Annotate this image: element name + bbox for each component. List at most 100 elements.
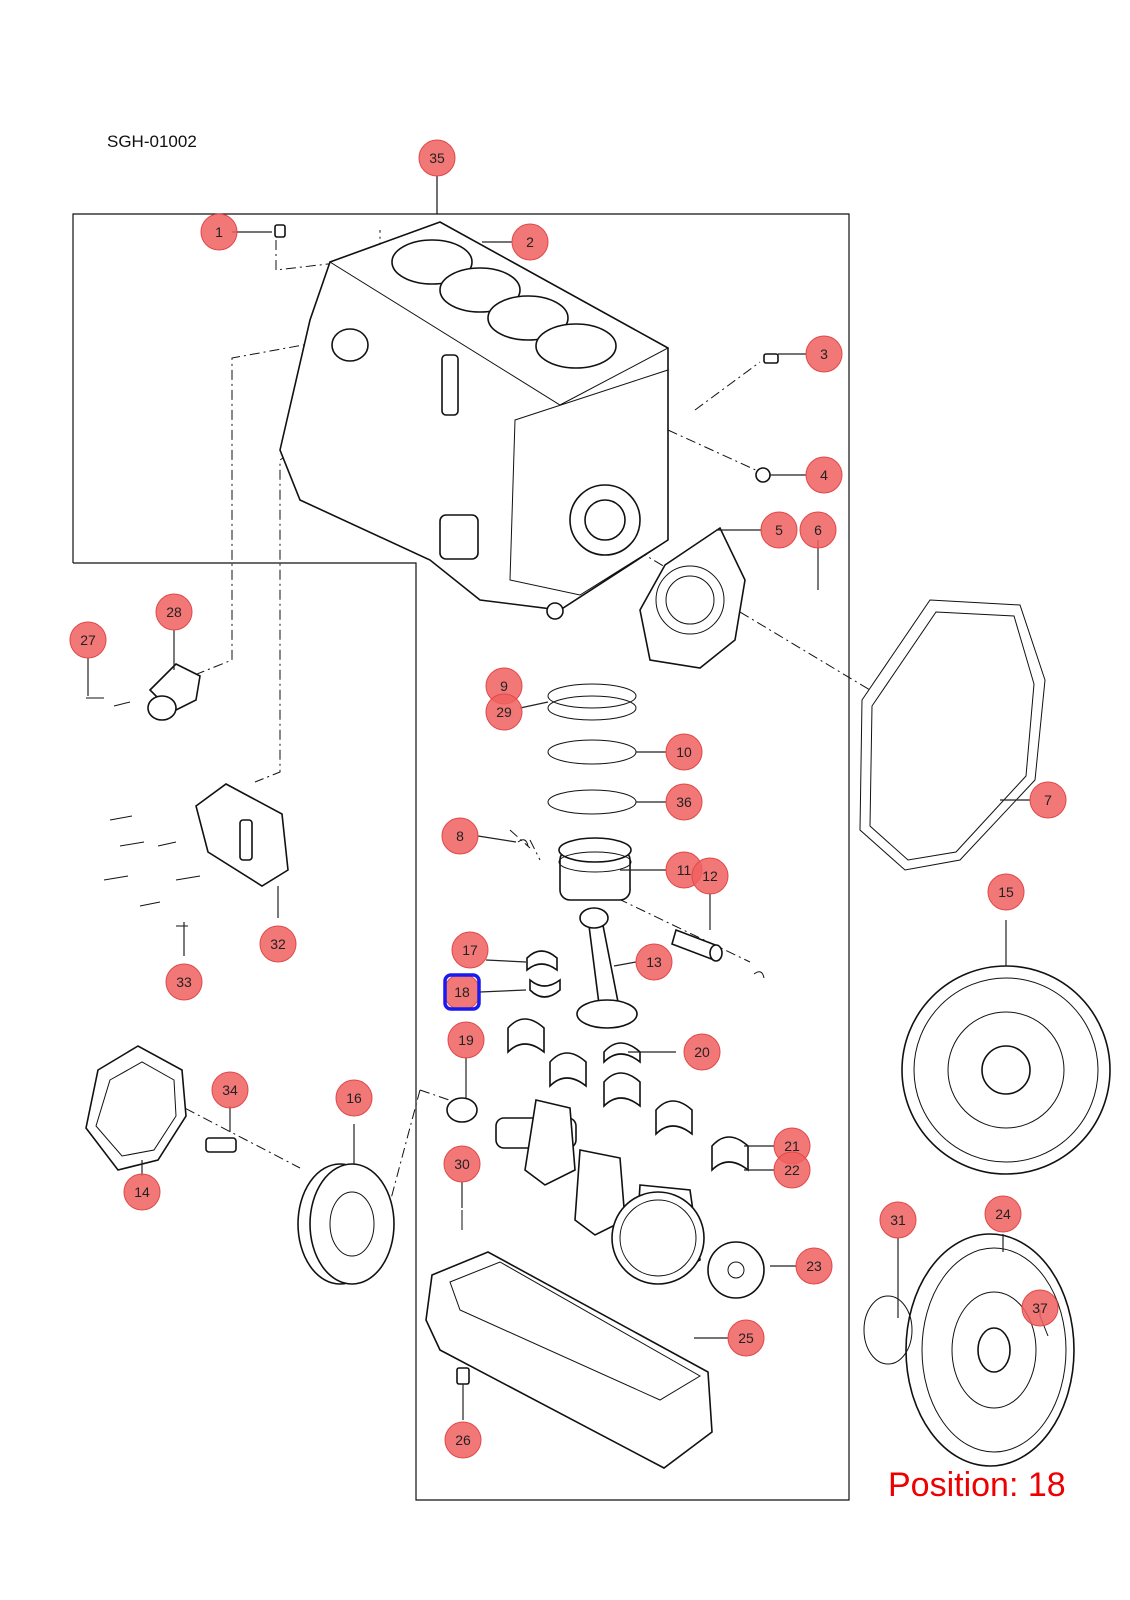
callout-17[interactable]: 17 <box>451 931 489 969</box>
callout-number: 33 <box>176 974 192 990</box>
callout-37[interactable]: 37 <box>1021 1289 1059 1327</box>
callout-1[interactable]: 1 <box>200 213 238 251</box>
callout-23[interactable]: 23 <box>795 1247 833 1285</box>
callout-circle <box>200 213 238 251</box>
callout-circle <box>773 1151 811 1189</box>
callout-number: 12 <box>702 868 718 884</box>
callout-13[interactable]: 13 <box>635 943 673 981</box>
callout-number: 10 <box>676 744 692 760</box>
callout-28[interactable]: 28 <box>155 593 193 631</box>
callout-6[interactable]: 6 <box>799 511 837 549</box>
clutch-disc <box>901 965 1111 1175</box>
piston-pin <box>671 928 723 962</box>
bearing-shells <box>446 950 749 1172</box>
callout-circle <box>451 931 489 969</box>
callout-number: 11 <box>677 862 692 878</box>
callout-number: 14 <box>134 1184 150 1200</box>
callout-number: 34 <box>222 1082 238 1098</box>
callout-2[interactable]: 2 <box>511 223 549 261</box>
callout-number: 25 <box>738 1330 754 1346</box>
callout-35[interactable]: 35 <box>418 139 456 177</box>
callout-number: 1 <box>215 224 223 240</box>
callout-circle <box>691 857 729 895</box>
callout-12[interactable]: 12 <box>691 857 729 895</box>
callout-18[interactable]: 18 <box>443 973 481 1011</box>
callout-36[interactable]: 36 <box>665 783 703 821</box>
callout-circle <box>1029 781 1067 819</box>
callout-number: 16 <box>346 1090 362 1106</box>
callout-34[interactable]: 34 <box>211 1071 249 1109</box>
callout-circle <box>665 733 703 771</box>
main-bearing-cap <box>425 1251 713 1469</box>
callout-number: 7 <box>1044 792 1052 808</box>
engine-block <box>274 221 779 620</box>
callout-number: 32 <box>270 936 286 952</box>
callout-14[interactable]: 14 <box>123 1173 161 1211</box>
callout-7[interactable]: 7 <box>1029 781 1067 819</box>
callout-number: 22 <box>784 1162 800 1178</box>
callout-number: 4 <box>820 467 828 483</box>
callout-circle <box>335 1079 373 1117</box>
callout-circle <box>418 139 456 177</box>
oil-filter-bracket <box>195 783 289 887</box>
callout-circle <box>635 943 673 981</box>
callout-19[interactable]: 19 <box>447 1021 485 1059</box>
callout-number: 37 <box>1032 1300 1048 1316</box>
callout-22[interactable]: 22 <box>773 1151 811 1189</box>
water-outlet <box>147 663 201 721</box>
callout-number: 19 <box>458 1032 474 1048</box>
position-label: Position: 18 <box>888 1466 1066 1504</box>
callout-32[interactable]: 32 <box>259 925 297 963</box>
callout-30[interactable]: 30 <box>443 1145 481 1183</box>
callout-16[interactable]: 16 <box>335 1079 373 1117</box>
callout-number: 3 <box>820 346 828 362</box>
callout-number: 35 <box>429 150 445 166</box>
callout-circle <box>123 1173 161 1211</box>
bolts <box>86 697 1049 1337</box>
callout-circle <box>805 335 843 373</box>
callout-20[interactable]: 20 <box>683 1033 721 1071</box>
callout-circle <box>799 511 837 549</box>
callout-number: 8 <box>456 828 464 844</box>
callout-9[interactable]: 9 <box>485 667 523 705</box>
rear-plate-gasket <box>859 599 1046 871</box>
callout-15[interactable]: 15 <box>987 873 1025 911</box>
piston-rings <box>547 683 637 815</box>
callout-circle <box>805 456 843 494</box>
callout-number: 5 <box>775 522 783 538</box>
callout-25[interactable]: 25 <box>727 1319 765 1357</box>
callout-circle <box>444 1421 482 1459</box>
callout-number: 18 <box>454 984 470 1000</box>
callout-26[interactable]: 26 <box>444 1421 482 1459</box>
flywheel <box>863 1233 1075 1467</box>
callout-number: 13 <box>646 954 662 970</box>
callout-number: 27 <box>80 632 96 648</box>
callout-27[interactable]: 27 <box>69 621 107 659</box>
callout-4[interactable]: 4 <box>805 456 843 494</box>
callout-3[interactable]: 3 <box>805 335 843 373</box>
front-cover <box>85 1045 187 1171</box>
callout-circle <box>1021 1289 1059 1327</box>
callout-circle <box>443 1145 481 1183</box>
drawing-id: SGH-01002 <box>107 132 197 151</box>
callout-circle <box>511 223 549 261</box>
callout-24[interactable]: 24 <box>984 1195 1022 1233</box>
callout-8[interactable]: 8 <box>441 817 479 855</box>
callout-circle <box>485 693 523 731</box>
callout-5[interactable]: 5 <box>760 511 798 549</box>
connecting-rod <box>576 907 638 1029</box>
callout-circle <box>879 1201 917 1239</box>
crank-pulley <box>205 1137 395 1285</box>
crankshaft <box>495 1099 765 1299</box>
callout-circle <box>441 817 479 855</box>
callout-31[interactable]: 31 <box>879 1201 917 1239</box>
callout-10[interactable]: 10 <box>665 733 703 771</box>
callout-33[interactable]: 33 <box>165 963 203 1001</box>
callout-29[interactable]: 29 <box>485 693 523 731</box>
callout-number: 15 <box>998 884 1014 900</box>
rear-seal-retainer <box>639 526 746 669</box>
frame-lines <box>72 176 850 1501</box>
callout-circle <box>760 511 798 549</box>
